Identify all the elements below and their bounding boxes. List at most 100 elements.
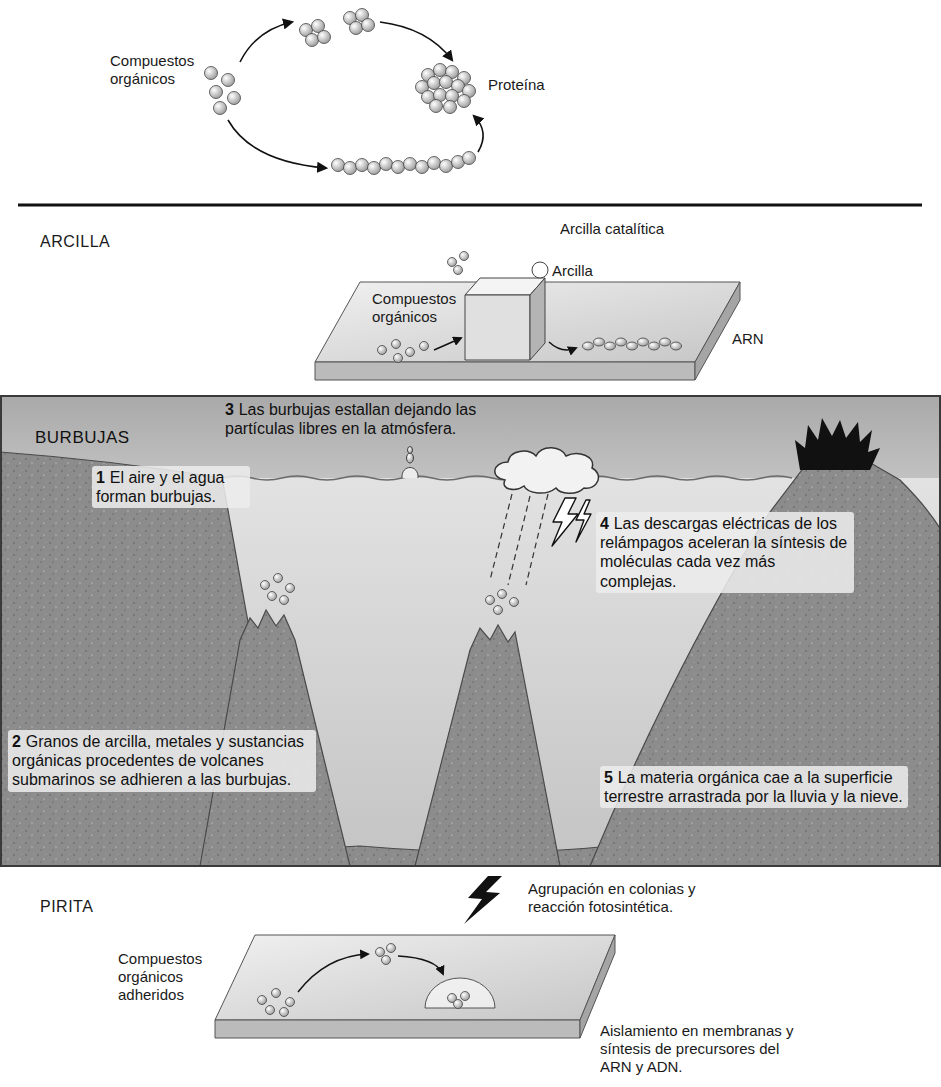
note-block: 3Las burbujas estallan dejando las partí… <box>225 400 507 438</box>
terrain <box>415 625 560 866</box>
rna-chain <box>594 338 605 346</box>
molecule-cluster <box>228 92 241 105</box>
callout-number: 3 <box>225 401 234 418</box>
clay-slab <box>315 362 695 380</box>
rna-chain <box>605 342 616 350</box>
molecule-chain <box>440 160 453 173</box>
reaction-arrow <box>434 338 461 350</box>
callout-number: 4 <box>600 515 609 532</box>
cycle-arrow <box>240 22 292 62</box>
molecule-cluster <box>350 22 363 35</box>
lightning <box>576 500 591 542</box>
rain <box>508 496 530 585</box>
note-block: 4Las descargas eléctricas de los relámpa… <box>596 512 854 593</box>
molecule-cluster <box>286 998 295 1007</box>
pyrite-slab <box>215 935 615 1020</box>
note-label: Aislamiento en membranas y síntesis de p… <box>600 1022 800 1076</box>
section-rule <box>18 204 922 207</box>
membrane-dome <box>461 992 470 1001</box>
particle-cluster <box>261 581 270 590</box>
band-heading: BURBUJAS <box>35 428 130 447</box>
molecule-cluster <box>306 34 319 47</box>
rna-chain <box>638 338 649 346</box>
membrane-dome <box>425 978 495 1009</box>
reaction-arrow <box>434 338 576 350</box>
molecule-chain <box>463 152 476 165</box>
callout-number: 5 <box>604 769 613 786</box>
molecule-cluster <box>266 1006 275 1015</box>
molecule-label: Compuestos orgánicos <box>372 290 464 326</box>
cloud <box>495 448 599 494</box>
bubble <box>407 453 414 463</box>
molecule-cluster <box>392 340 401 349</box>
part-label: Arcilla catalítica <box>560 220 664 238</box>
particle-cluster <box>261 574 519 615</box>
rna-chain <box>583 342 594 350</box>
molecule-cluster <box>394 354 403 363</box>
molecule-cluster <box>382 956 391 965</box>
section-heading: ARCILLA <box>40 232 110 251</box>
note-block: 5La materia orgánica cae a la superficie… <box>600 766 908 808</box>
molecule-label: Compuestos orgánicos <box>110 52 202 88</box>
note-block: 2Granos de arcilla, metales y sustancias… <box>8 730 316 792</box>
molecule-cluster <box>205 67 241 115</box>
membrane-dome <box>425 978 495 1008</box>
molecule-chain <box>392 161 405 174</box>
molecule-cluster <box>378 346 387 355</box>
particle-cluster <box>498 590 507 599</box>
particle-cluster <box>286 584 295 593</box>
molecule-chain <box>356 159 369 172</box>
reaction-arrow <box>549 342 576 350</box>
clay-cube <box>465 295 530 360</box>
callout-number: 2 <box>12 733 21 750</box>
rain <box>526 494 548 585</box>
rna-chain <box>660 338 671 346</box>
protein-cluster <box>434 64 447 77</box>
band-heading-block: BURBUJAS <box>35 428 130 448</box>
molecule-chain <box>332 152 476 175</box>
sky <box>0 396 941 866</box>
molecule-cluster <box>258 996 267 1005</box>
clay-cube <box>465 278 545 360</box>
note-block: 1El aire y el agua forman burbujas. <box>92 466 250 508</box>
cycle-arrow <box>380 22 452 60</box>
note-text: La materia orgánica cae a la superficie … <box>604 769 903 805</box>
particle-cluster <box>268 592 277 601</box>
molecule-cluster <box>406 348 415 357</box>
molecule-cluster <box>454 266 463 275</box>
callout-number: 1 <box>96 469 105 486</box>
rna-chain <box>616 338 627 346</box>
clay-cube <box>530 278 545 360</box>
protein-cluster <box>416 64 476 114</box>
cycle-arrow <box>228 22 483 168</box>
protein-cluster <box>428 77 441 90</box>
molecule-cluster <box>300 9 375 47</box>
molecule-cluster <box>318 31 331 44</box>
particle-cluster <box>510 598 519 607</box>
molecule-cluster <box>448 258 457 267</box>
molecule-cluster <box>214 102 227 115</box>
reaction-arrow <box>298 954 368 992</box>
bubble <box>402 447 418 479</box>
molecule-chain <box>344 162 357 175</box>
molecule-chain <box>368 162 381 175</box>
note-text: El aire y el agua forman burbujas. <box>96 469 224 505</box>
lightning <box>552 498 578 546</box>
note-text: Granos de arcilla, metales y sustancias … <box>12 733 304 788</box>
bubble <box>402 468 418 479</box>
molecule-chain <box>332 159 345 172</box>
rain <box>490 494 512 580</box>
lightning <box>552 498 591 546</box>
molecule-cluster <box>376 948 385 957</box>
molecule-label: Proteína <box>488 76 545 94</box>
lightning <box>464 876 502 924</box>
reaction-arrow <box>298 954 443 992</box>
molecule-chain <box>416 161 429 174</box>
particle-cluster <box>486 596 495 605</box>
molecule-label: Compuestos orgánicos adheridos <box>118 950 213 1004</box>
particle-cluster <box>494 606 503 615</box>
note-text: Las descargas eléctricas de los relámpag… <box>600 515 847 590</box>
reaction-arrow <box>398 956 443 974</box>
cycle-arrow <box>228 120 326 168</box>
